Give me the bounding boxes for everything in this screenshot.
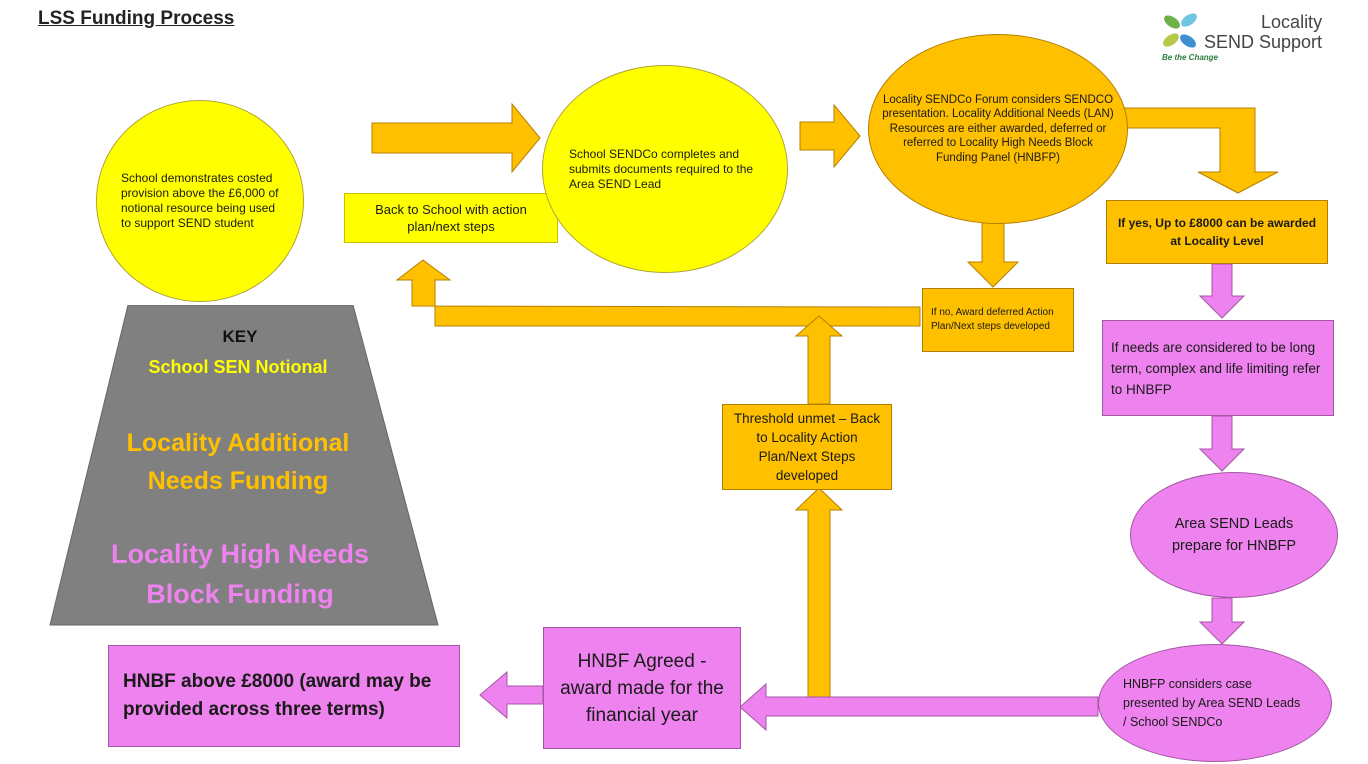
node-if-yes-text: If yes, Up to £8000 can be awarded at Lo… (1117, 216, 1317, 248)
node-area-send-leads: Area SEND Leads prepare for HNBFP (1130, 472, 1338, 598)
arrow-up-to-threshold (794, 487, 844, 701)
arrow-to-if-no (966, 221, 1020, 288)
key-locality-high-label: Locality High Needs Block Funding (110, 539, 370, 609)
node-forum-considers: Locality SENDCo Forum considers SENDCO p… (868, 34, 1128, 224)
leaf-icon (1163, 13, 1197, 48)
logo: Locality SEND Support Be the Change (1158, 8, 1348, 68)
node-school-demonstrates-text: School demonstrates costed provision abo… (121, 171, 279, 230)
node-hnbf-above-text: HNBF above £8000 (award may be provided … (123, 671, 432, 720)
arrow-to-if-yes (1117, 107, 1279, 194)
node-hnbf-above: HNBF above £8000 (award may be provided … (108, 645, 460, 747)
node-back-to-school: Back to School with action plan/next ste… (344, 193, 558, 243)
node-hnbf-agreed: HNBF Agreed - award made for the financi… (543, 627, 741, 749)
key-locality-additional-label: Locality Additional Needs Funding (126, 429, 350, 495)
arrow-to-hnbf-above (479, 670, 544, 720)
node-school-demonstrates: School demonstrates costed provision abo… (96, 100, 304, 302)
arrow-to-sendco (371, 102, 541, 174)
node-sendco-completes: School SENDCo completes and submits docu… (542, 65, 788, 273)
node-sendco-completes-text: School SENDCo completes and submits docu… (569, 146, 754, 191)
arrow-return-school (395, 259, 921, 327)
node-area-send-leads-text: Area SEND Leads prepare for HNBFP (1171, 516, 1297, 554)
node-forum-considers-text: Locality SENDCo Forum considers SENDCO p… (882, 93, 1114, 164)
logo-tagline: Be the Change (1162, 53, 1219, 62)
key-title: KEY (222, 327, 258, 346)
page-title: LSS Funding Process (38, 8, 235, 29)
arrow-to-long-term (1198, 263, 1246, 319)
node-back-to-school-text: Back to School with action plan/next ste… (375, 202, 527, 234)
key-panel (49, 305, 439, 626)
arrow-to-hnbf-agreed (739, 682, 1099, 732)
arrow-to-hnbfp (1198, 597, 1246, 645)
logo-line2: SEND Support (1204, 32, 1323, 52)
node-if-no-text: If no, Award deferred Action Plan/Next s… (931, 307, 1054, 332)
node-hnbfp-considers-text: HNBFP considers case presented by Area S… (1123, 676, 1301, 729)
arrow-threshold-up (794, 315, 844, 405)
node-threshold-unmet-text: Threshold unmet – Back to Locality Actio… (733, 411, 881, 483)
node-if-yes: If yes, Up to £8000 can be awarded at Lo… (1106, 200, 1328, 264)
logo-line1: Locality (1261, 12, 1323, 32)
key-school-label: School SEN Notional (148, 357, 328, 377)
node-hnbfp-considers: HNBFP considers case presented by Area S… (1098, 644, 1332, 762)
logo-text: Locality SEND Support (1204, 12, 1322, 52)
arrow-to-forum (799, 103, 861, 169)
node-long-term: If needs are considered to be long term,… (1102, 320, 1334, 416)
arrow-to-area-leads (1198, 415, 1246, 472)
node-if-no: If no, Award deferred Action Plan/Next s… (922, 288, 1074, 352)
node-long-term-text: If needs are considered to be long term,… (1111, 339, 1321, 397)
node-hnbf-agreed-text: HNBF Agreed - award made for the financi… (560, 650, 724, 726)
node-threshold-unmet: Threshold unmet – Back to Locality Actio… (722, 404, 892, 490)
